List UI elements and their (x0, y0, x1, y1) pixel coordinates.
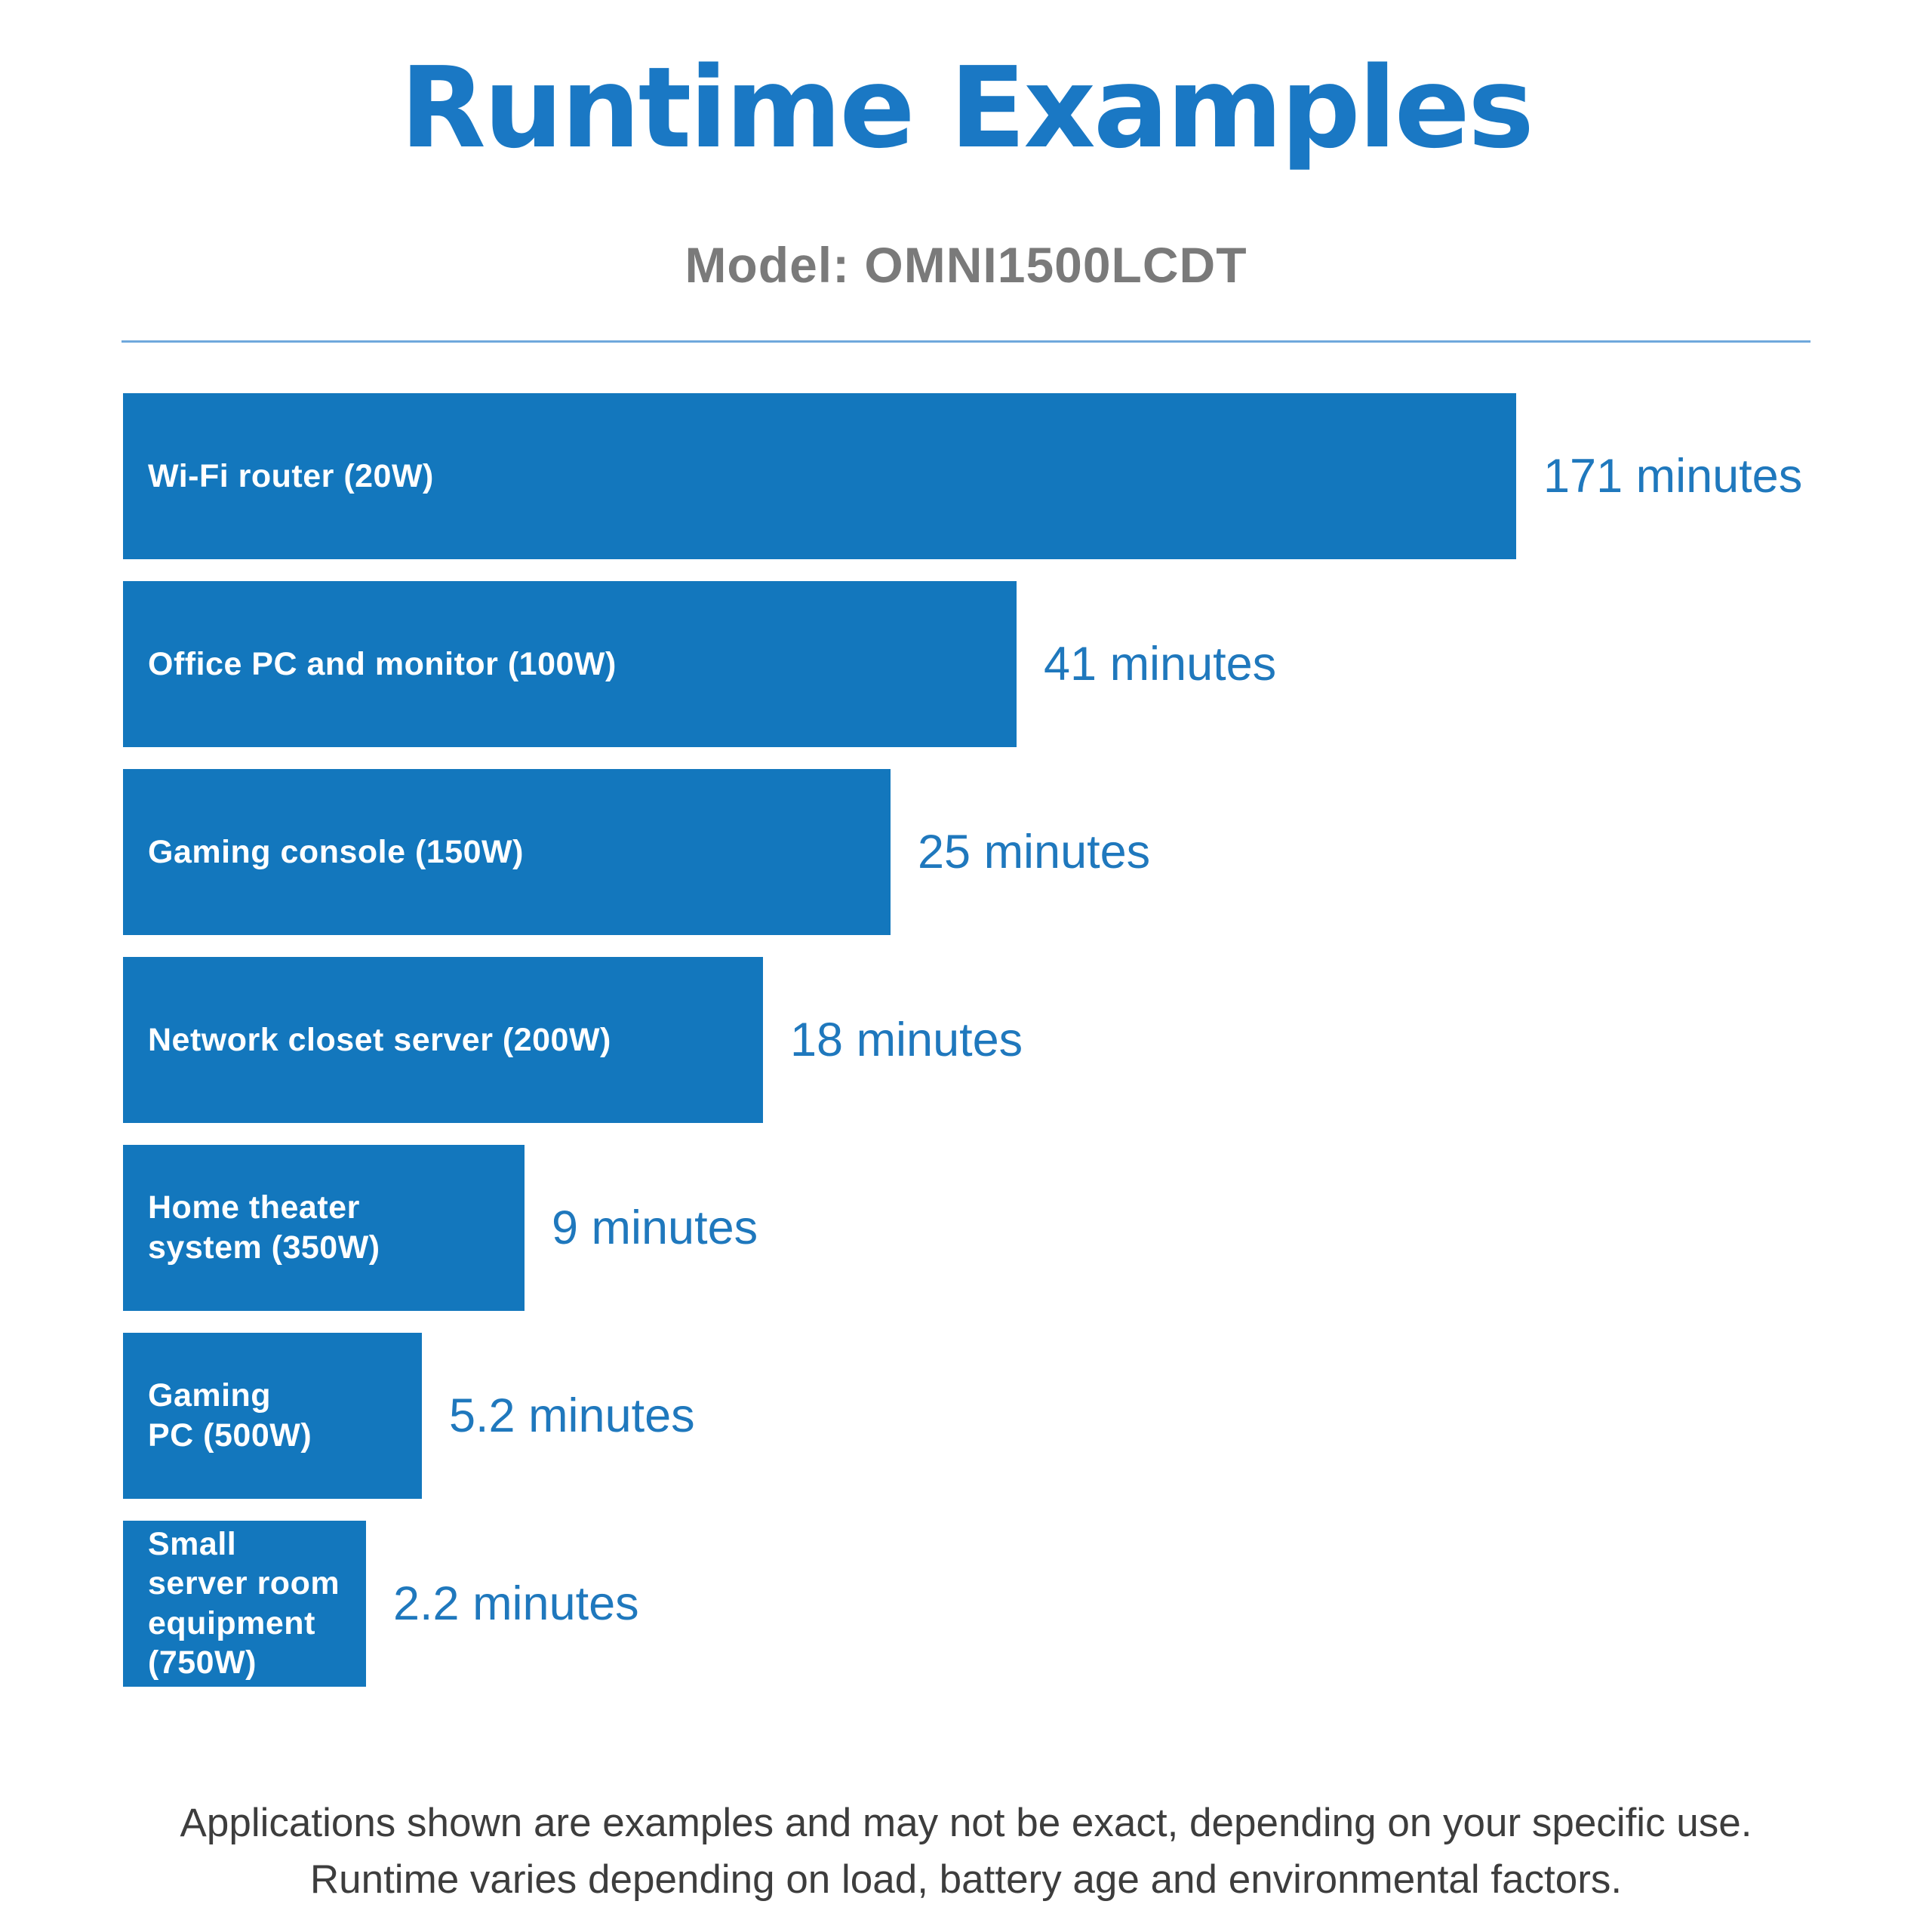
bar-label: Gaming console (150W) (148, 833, 524, 870)
bar: Gaming console (150W) (123, 768, 891, 935)
bar-row: Network closet server (200W) 18 minutes (123, 956, 1932, 1123)
page-title: Runtime Examples (399, 43, 1534, 173)
bar-row: Wi-Fi router (20W) 171 minutes (123, 392, 1932, 559)
bar-value-label: 18 minutes (790, 1013, 1023, 1066)
divider (122, 340, 1810, 343)
bar-row: Home theater system (350W) 9 minutes (123, 1144, 1932, 1311)
bar: Wi-Fi router (20W) (123, 392, 1516, 559)
model-subtitle: Model: OMNI1500LCDT (685, 236, 1247, 293)
bar-label: Network closet server (200W) (148, 1021, 611, 1058)
bar-value-label: 41 minutes (1044, 637, 1277, 691)
bar-row: Office PC and monitor (100W) 41 minutes (123, 580, 1932, 747)
bar-label: Office PC and monitor (100W) (148, 645, 617, 682)
bar: Network closet server (200W) (123, 956, 763, 1123)
bar-value-label: 5.2 minutes (449, 1389, 695, 1442)
bar-label: Gaming PC (500W) (148, 1377, 312, 1454)
bar: Office PC and monitor (100W) (123, 580, 1017, 747)
bar: Gaming PC (500W) (123, 1332, 422, 1499)
bar-row: Small server room equipment (750W) 2.2 mi… (123, 1520, 1932, 1687)
bar-value-label: 25 minutes (918, 825, 1151, 878)
bar-label: Wi-Fi router (20W) (148, 457, 434, 494)
bar: Home theater system (350W) (123, 1144, 525, 1311)
disclaimer-line2: Runtime varies depending on load, batter… (309, 1857, 1623, 1903)
bar-value-label: 171 minutes (1543, 449, 1803, 503)
bar-label: Home theater system (350W) (148, 1189, 380, 1266)
bar-value-label: 2.2 minutes (393, 1577, 639, 1630)
disclaimer: Applications shown are examples and may … (0, 1795, 1932, 1909)
bar-row: Gaming console (150W) 25 minutes (123, 768, 1932, 935)
bar-label: Small server room equipment (750W) (148, 1525, 340, 1681)
bar-value-label: 9 minutes (552, 1201, 758, 1254)
bar-row: Gaming PC (500W) 5.2 minutes (123, 1332, 1932, 1499)
disclaimer-line1: Applications shown are examples and may … (180, 1800, 1752, 1845)
bar: Small server room equipment (750W) (123, 1520, 366, 1687)
